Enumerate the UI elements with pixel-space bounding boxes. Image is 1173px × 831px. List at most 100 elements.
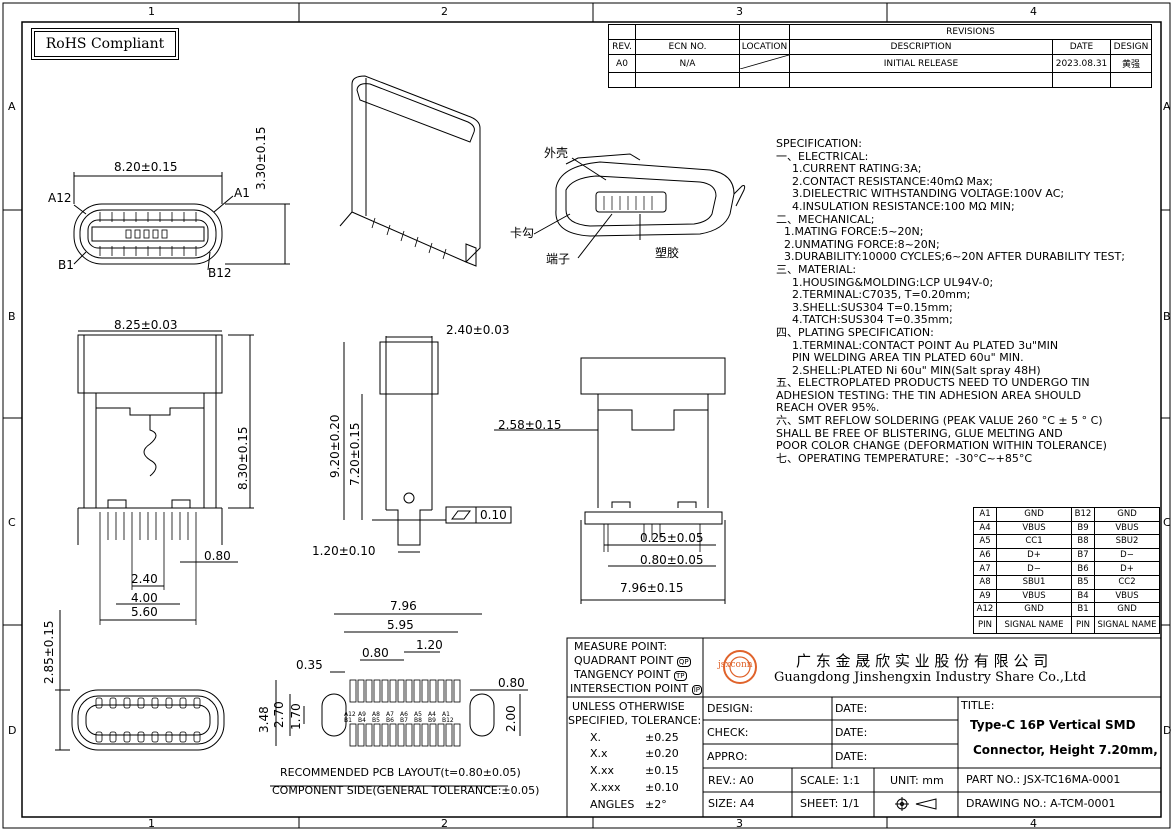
rev-label: REV.: A0 xyxy=(708,774,754,787)
grid-col-4: 4 xyxy=(1030,5,1037,18)
spec-line: 3.SHELL:SUS304 T=0.15mm; xyxy=(792,300,953,314)
unit-label: UNIT: mm xyxy=(890,774,944,787)
pcb-caption-tolerance: COMPONENT SIDE(GENERAL TOLERANCE:±0.05) xyxy=(272,784,540,797)
spec-line: REACH OVER 95%. xyxy=(776,401,880,415)
pcb-pin-b8: B8 xyxy=(414,717,422,724)
dim-2-40: 2.40 xyxy=(131,572,158,586)
grid-col-3-bottom: 3 xyxy=(736,817,743,830)
tol-xxxx-value: ±0.10 xyxy=(645,781,679,794)
dim-2-40-side: 2.40±0.03 xyxy=(446,323,510,337)
pcb-pin-a6: A6 xyxy=(400,711,408,718)
pcb-dim-2-00: 2.00 xyxy=(504,705,518,732)
pcb-pin-a8: A8 xyxy=(372,711,380,718)
dim-5-60: 5.60 xyxy=(131,605,158,619)
pcb-dim-0-80: 0.80 xyxy=(362,646,389,660)
spec-line: POOR COLOR CHANGE (DEFORMATION WITHIN TO… xyxy=(776,439,1107,453)
spec-line: PIN WELDING AREA TIN PLATED 60u" MIN. xyxy=(792,351,1024,365)
part-no: PART NO.: JSX-TC16MA-0001 xyxy=(966,773,1121,786)
specification: SPECIFICATION: 一、ELECTRICAL: 1.CURRENT R… xyxy=(776,137,1156,465)
spec-line: 三、MATERIAL: xyxy=(776,262,857,276)
cell: VBUS xyxy=(996,520,1072,536)
cell: SIGNAL NAME xyxy=(996,615,1072,634)
cell: A12 xyxy=(973,602,997,617)
spec-line: 四、PLATING SPECIFICATION: xyxy=(776,325,934,339)
dim-0-80-rear: 0.80±0.05 xyxy=(640,553,704,567)
dim-1-20: 1.20±0.10 xyxy=(312,544,376,558)
spec-line: 1.MATING FORCE:5~20N; xyxy=(784,225,924,239)
cell: SIGNAL NAME xyxy=(1094,615,1160,634)
pcb-dim-5-95: 5.95 xyxy=(387,618,414,632)
cell: VBUS xyxy=(1094,588,1160,604)
tangency-point-label: TANGENCY POINT TP xyxy=(574,668,687,681)
ip-badge: IP xyxy=(691,685,703,695)
tol-xxx-label: X.xx xyxy=(590,764,615,777)
label-a1: A1 xyxy=(234,186,250,200)
cell: PIN xyxy=(1071,615,1095,634)
label-a12: A12 xyxy=(48,191,72,205)
dim-8-25: 8.25±0.03 xyxy=(114,318,178,332)
title-block-lines xyxy=(566,637,1162,818)
pcb-dim-0-80-right: 0.80 xyxy=(498,676,525,690)
spec-line: 2.TERMINAL:C7035, T=0.20mm; xyxy=(792,288,971,302)
pcb-dim-2-70: 2.70 xyxy=(272,701,286,728)
measure-point-label: MEASURE POINT: xyxy=(574,640,668,653)
cell: GND xyxy=(1094,602,1160,617)
pcb-caption-layout: RECOMMENDED PCB LAYOUT(t=0.80±0.05) xyxy=(280,766,521,779)
pcb-pin-b5: B5 xyxy=(372,717,380,724)
pcb-pin-a12: A12 xyxy=(344,711,356,718)
appro-date-label: DATE: xyxy=(835,750,868,763)
tol-angles-label: ANGLES xyxy=(590,798,635,811)
spec-line: 4.INSULATION RESISTANCE:100 MΩ MIN; xyxy=(792,199,1015,213)
check-label: CHECK: xyxy=(707,726,749,739)
cell: VBUS xyxy=(1094,520,1160,536)
logo-gear xyxy=(723,650,757,684)
grid-row-b: B xyxy=(8,310,16,323)
cell: D− xyxy=(996,561,1072,576)
check-date-label: DATE: xyxy=(835,726,868,739)
quadrant-point-label: QUADRANT POINT QP xyxy=(574,654,691,667)
dim-4-00: 4.00 xyxy=(131,591,158,605)
side-view xyxy=(343,336,512,553)
label-terminal: 端子 xyxy=(546,252,571,266)
tol-angles-value: ±2° xyxy=(645,798,667,811)
cell: B9 xyxy=(1071,520,1095,536)
drawing-no: DRAWING NO.: A-TCM-0001 xyxy=(966,797,1116,810)
size-label: SIZE: A4 xyxy=(708,797,755,810)
pcb-pin-b12: B12 xyxy=(442,717,454,724)
cell: A7 xyxy=(973,561,997,576)
grid-col-1: 1 xyxy=(148,5,155,18)
dim-8-20: 8.20±0.15 xyxy=(114,160,178,174)
pcb-pin-b9: B9 xyxy=(428,717,436,724)
spec-line: SPECIFICATION: xyxy=(776,137,862,150)
tol-xx-value: ±0.20 xyxy=(645,747,679,760)
revisions-table: REVISIONS REV. ECN NO. LOCATION DESCRIPT… xyxy=(608,24,1152,88)
dim-0-80: 0.80 xyxy=(204,549,231,563)
dim-2-58: 2.58±0.15 xyxy=(498,418,562,432)
design-date-label: DATE: xyxy=(835,702,868,715)
cell: D− xyxy=(1094,547,1160,563)
design-label: DESIGN: xyxy=(707,702,754,715)
pcb-pin-a1: A1 xyxy=(442,711,450,718)
spec-line: 3.DURABILITY:10000 CYCLES;6~20N AFTER DU… xyxy=(784,250,1125,264)
cell: A5 xyxy=(973,534,997,549)
dim-9-20: 9.20±0.20 xyxy=(328,414,342,479)
spec-line: ADHESION TESTING: THE TIN ADHESION AREA … xyxy=(776,388,1082,402)
spec-line: 1.TERMINAL:CONTACT POINT Au PLATED 3u"MI… xyxy=(792,338,1059,352)
pcb-pin-a9: A9 xyxy=(358,711,366,718)
dim-0-25: 0.25±0.05 xyxy=(640,531,704,545)
pcb-dim-0-35: 0.35 xyxy=(296,658,323,672)
pcb-pin-b6: B6 xyxy=(386,717,394,724)
cell: A8 xyxy=(973,574,997,590)
cell: A4 xyxy=(973,520,997,536)
cell: VBUS xyxy=(996,588,1072,604)
cell: GND xyxy=(996,602,1072,617)
grid-row-a: A xyxy=(8,100,16,113)
label-plastic: 塑胶 xyxy=(655,246,680,260)
flatness-value: 0.10 xyxy=(480,508,507,522)
grid-col-1-bottom: 1 xyxy=(148,817,155,830)
